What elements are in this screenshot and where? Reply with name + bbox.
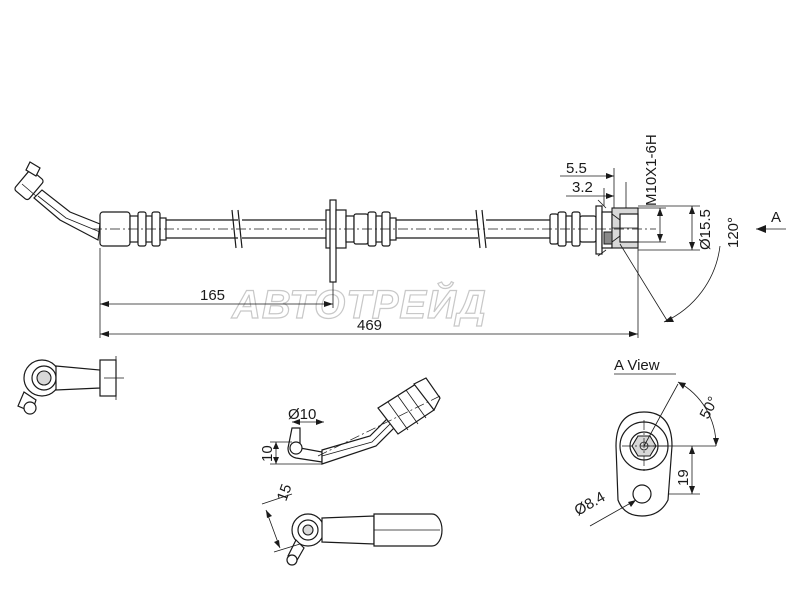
dim-thread: M10X1-6H xyxy=(643,134,660,206)
dim-dia-15-5: Ø15.5 xyxy=(697,209,714,250)
banjo-detail: 15 xyxy=(261,482,443,566)
dim-h-10: 10 xyxy=(259,445,276,462)
mounting-bracket xyxy=(325,199,355,283)
dim-dia-8-4: Ø8.4 xyxy=(572,488,609,519)
dim-469: 469 xyxy=(357,317,382,334)
left-end-view xyxy=(17,356,124,415)
dim-3-2: 3.2 xyxy=(572,179,593,196)
dim-h-19: 19 xyxy=(675,469,692,486)
a-view: A View 50° 19 Ø8.4 xyxy=(572,357,723,527)
view-a-marker: A xyxy=(771,209,781,226)
left-bent-fitting xyxy=(14,161,101,241)
bent-fitting-detail: Ø10 10 xyxy=(259,377,441,465)
dim-dia-10: Ø10 xyxy=(288,406,316,423)
dim-h-15: 15 xyxy=(274,482,296,503)
right-threaded-fitting xyxy=(595,199,639,257)
dim-angle-50: 50° xyxy=(697,394,723,422)
a-view-label: A View xyxy=(614,357,660,374)
dim-165: 165 xyxy=(200,287,225,304)
watermark: АВТОТРЕЙД xyxy=(231,280,487,327)
dim-angle-120: 120° xyxy=(725,217,742,248)
main-hose-view xyxy=(14,161,656,283)
dim-5-5: 5.5 xyxy=(566,160,587,177)
main-dimensions: 165 469 5.5 3.2 M10X1-6H Ø15.5 1 xyxy=(99,134,786,338)
